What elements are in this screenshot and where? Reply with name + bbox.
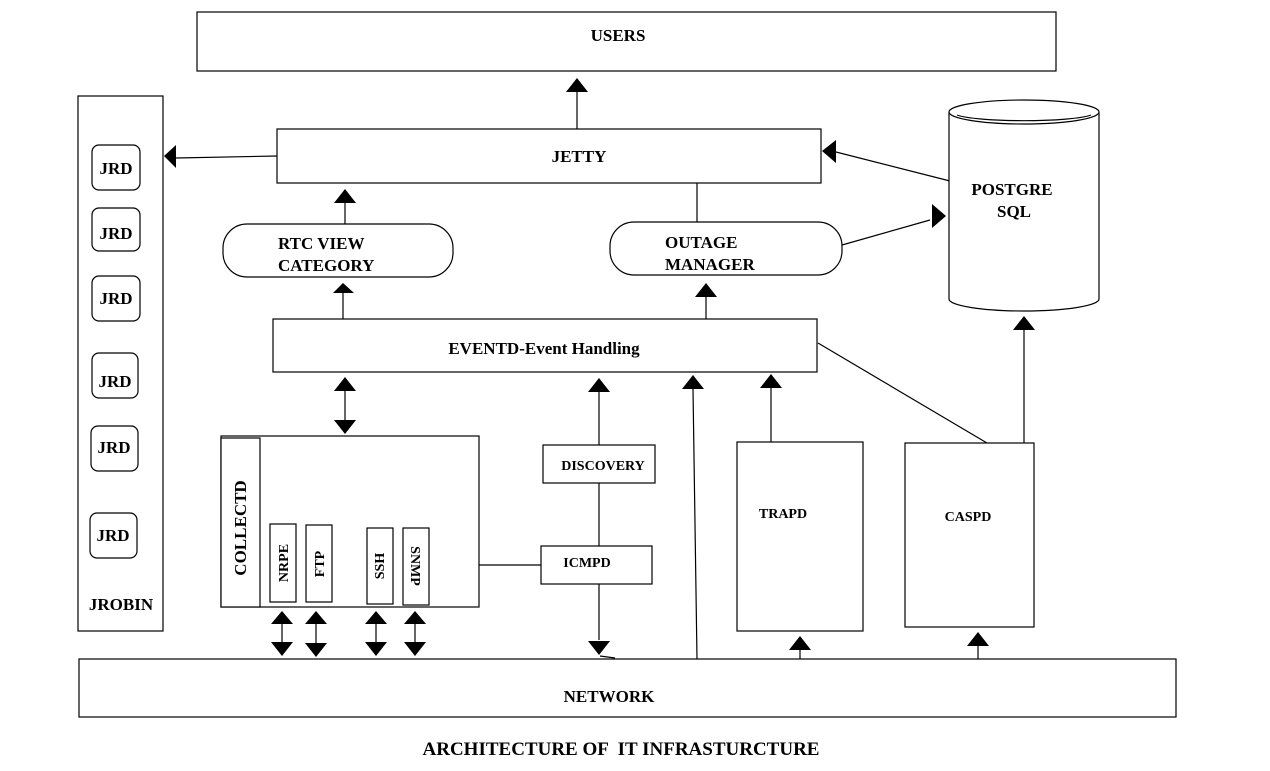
ssh-box <box>366 527 394 605</box>
arrowhead-ftp-up <box>305 611 327 624</box>
jrd-box-3 <box>91 275 141 322</box>
snmp-box <box>402 527 430 606</box>
diagram-title: ARCHITECTURE OF IT INFRASTURCTURE <box>423 739 820 760</box>
arrowhead-users <box>566 78 588 92</box>
users-box <box>196 11 1057 72</box>
arrowhead-ftp-down <box>305 643 327 657</box>
discovery-label: DISCOVERY <box>561 459 645 474</box>
ftp-label: FTP <box>313 550 328 577</box>
jrd-label-1: JRD <box>99 159 132 178</box>
caspd-box <box>904 442 1035 628</box>
arrowhead-nrpe-down <box>271 642 293 656</box>
snmp-label: SNMP <box>407 546 422 586</box>
arrowhead-snmp-down <box>404 642 426 656</box>
collectd-label-panel <box>220 437 261 608</box>
collectd-box <box>220 435 480 608</box>
arrowhead-snmp-up <box>404 611 426 624</box>
outage-manager-box <box>609 221 843 276</box>
eventd-label: EVENTD-Event Handling <box>448 339 640 358</box>
jrd-label-3: JRD <box>99 289 132 308</box>
arrowheads <box>164 78 1035 657</box>
jetty-label: JETTY <box>552 147 607 166</box>
arrowhead-postgre <box>932 204 946 228</box>
nrpe-label: NRPE <box>277 544 292 582</box>
edge-network-eventd <box>692 388 698 660</box>
edge-eventd-caspd <box>817 342 988 444</box>
ssh-label: SSH <box>373 553 388 580</box>
jrd-box-1 <box>91 144 141 191</box>
nrpe-box <box>269 523 297 603</box>
arrowhead-outage <box>695 283 717 297</box>
network-box <box>78 658 1177 718</box>
arrowhead-eventd-from-discovery <box>588 378 610 392</box>
arrowhead-eventd-from-collectd <box>334 377 356 391</box>
arrowhead-trapd-from-network <box>789 636 811 650</box>
outage-label-line2: MANAGER <box>665 255 755 274</box>
caspd-label: CASPD <box>945 510 992 525</box>
users-label: USERS <box>591 26 646 45</box>
arrowhead-nrpe-up <box>271 611 293 624</box>
rtc-label-line2: CATEGORY <box>278 256 374 275</box>
arrowhead-caspd-from-network <box>967 632 989 646</box>
jrd-box-6 <box>89 512 138 559</box>
postgre-label-line2: SQL <box>997 202 1031 221</box>
jrd-label-4: JRD <box>98 372 131 391</box>
arrowhead-eventd-from-network <box>682 375 704 389</box>
arrowhead-jetty-from-postgre <box>822 140 836 163</box>
icmpd-label: ICMPD <box>563 556 610 571</box>
jrd-box-5 <box>90 425 139 472</box>
jrd-box-2 <box>91 207 141 252</box>
postgre-sql-cylinder <box>948 99 1100 312</box>
labels: USERS JETTY JRD JRD JRD JRD JRD JRD JROB… <box>89 26 1053 760</box>
jrd-label-5: JRD <box>97 438 130 457</box>
rtc-label-line1: RTC VIEW <box>278 234 364 253</box>
arrowhead-collectd <box>334 420 356 434</box>
arrowhead-rtc <box>333 283 354 293</box>
network-label: NETWORK <box>564 687 655 706</box>
jrd-box-4 <box>91 352 139 399</box>
arrowhead-ssh-up <box>365 611 387 624</box>
ftp-box <box>305 524 333 603</box>
arrowhead-eventd-from-trapd <box>760 374 782 388</box>
jrobin-label: JROBIN <box>89 595 154 614</box>
discovery-box <box>542 444 656 484</box>
arrowhead-jetty-from-rtc <box>334 189 356 203</box>
jetty-box <box>276 128 822 184</box>
rtc-view-category-box <box>222 223 454 278</box>
connectors <box>175 90 1025 660</box>
nodes <box>77 11 1177 718</box>
arrowhead-jrobin <box>164 145 176 168</box>
trapd-label: TRAPD <box>759 507 807 522</box>
jrd-label-6: JRD <box>96 526 129 545</box>
edge-jetty-jrobin <box>175 155 278 159</box>
postgre-label-line1: POSTGRE <box>971 180 1052 199</box>
collectd-label: COLLECTD <box>231 480 250 575</box>
jrd-label-2: JRD <box>99 224 132 243</box>
arrowhead-ssh-down <box>365 642 387 656</box>
eventd-box <box>272 318 818 373</box>
arrowhead-postgre-from-caspd <box>1013 316 1035 330</box>
edge-outage-postgre <box>841 219 931 246</box>
edge-postgre-jetty <box>835 151 951 182</box>
arrowhead-network-from-icmpd <box>588 641 610 655</box>
trapd-box <box>736 441 864 632</box>
edge-icmpd-network-tick <box>599 655 616 659</box>
outage-label-line1: OUTAGE <box>665 233 737 252</box>
icmpd-box <box>540 545 653 585</box>
